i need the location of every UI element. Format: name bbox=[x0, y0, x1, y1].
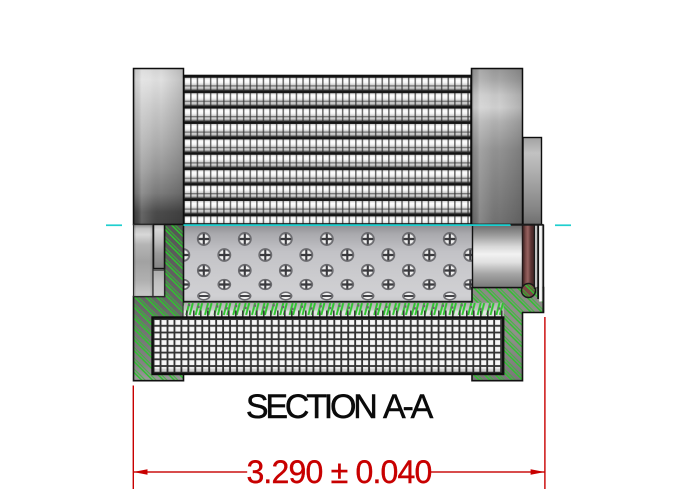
svg-text:3.290 ± 0.040: 3.290 ± 0.040 bbox=[246, 454, 431, 490]
svg-text:SECTION A-A: SECTION A-A bbox=[246, 388, 434, 426]
